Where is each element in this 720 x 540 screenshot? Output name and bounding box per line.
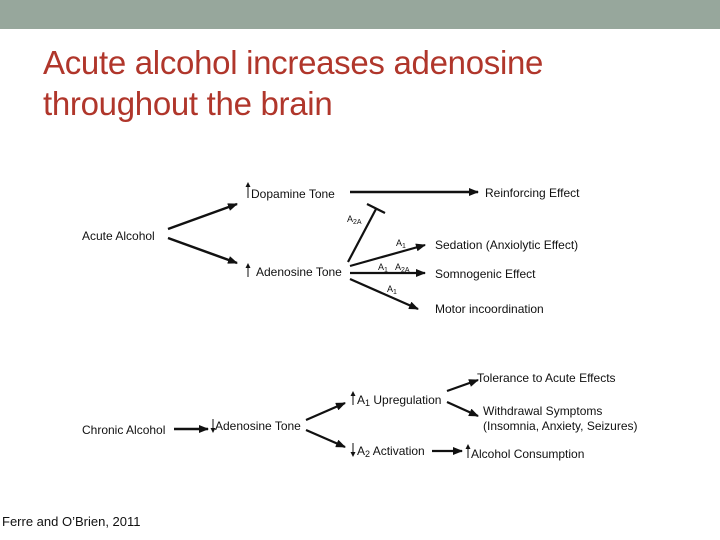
acute-to-adenosine-arrow — [167, 236, 238, 265]
sedation-label: Sedation (Anxiolytic Effect) — [435, 238, 578, 252]
chronic-alcohol-label: Chronic Alcohol — [82, 423, 165, 437]
upregulation-increase-arrowhead — [350, 391, 356, 396]
top-band — [0, 0, 720, 29]
somnogenic-receptor-a1: A1 — [378, 262, 388, 274]
title-line-1: Acute alcohol increases adenosine — [43, 44, 544, 81]
slide-title: Acute alcohol increases adenosine throug… — [43, 42, 683, 124]
acute-alcohol-label: Acute Alcohol — [82, 229, 155, 243]
a2a-inhibition-bar — [366, 203, 386, 214]
dopamine-increase-arrowhead — [245, 182, 251, 187]
withdrawal-label-line1: Withdrawal Symptoms — [483, 404, 602, 418]
upregulation-to-withdrawal-arrow — [446, 400, 479, 418]
tolerance-label: Tolerance to Acute Effects — [477, 371, 616, 385]
motor-incoordination-label: Motor incoordination — [435, 302, 544, 316]
adenosine-tone-label: Adenosine Tone — [256, 265, 342, 279]
consumption-increase-arrowhead — [465, 444, 471, 449]
citation: Ferre and O’Brien, 2011 — [2, 514, 141, 529]
a2a-inhibition-line — [347, 208, 377, 263]
somnogenic-label: Somnogenic Effect — [435, 267, 536, 281]
somnogenic-receptor-a2a: A2A — [395, 262, 410, 274]
adenosine-to-motor-arrow — [349, 277, 419, 311]
motor-receptor: A1 — [387, 284, 397, 296]
upregulation-to-tolerance-arrow — [446, 378, 479, 393]
adenosine-to-upregulation-arrow — [305, 401, 346, 422]
alcohol-consumption-label: Alcohol Consumption — [471, 447, 584, 461]
chronic-adenosine-tone-label: Adenosine Tone — [215, 419, 301, 433]
reinforcing-effect-label: Reinforcing Effect — [485, 186, 580, 200]
title-line-2: throughout the brain — [43, 85, 333, 122]
acute-to-dopamine-arrow — [167, 202, 238, 231]
activation-decrease-arrowhead — [350, 452, 356, 457]
withdrawal-label-line2: (Insomnia, Anxiety, Seizures) — [483, 419, 638, 433]
a1-upregulation-label: A1 Upregulation — [357, 393, 441, 408]
dopamine-tone-label: Dopamine Tone — [251, 187, 335, 201]
sedation-receptor: A1 — [396, 238, 406, 250]
adenosine-decrease-arrowhead — [210, 428, 216, 433]
a2a-inhibition-receptor: A2A — [347, 214, 362, 226]
a2-activation-label: A2 Activation — [357, 444, 425, 459]
adenosine-to-activation-arrow — [305, 428, 346, 449]
adenosine-to-sedation-arrow — [349, 243, 426, 268]
adenosine-increase-arrowhead — [245, 263, 251, 268]
